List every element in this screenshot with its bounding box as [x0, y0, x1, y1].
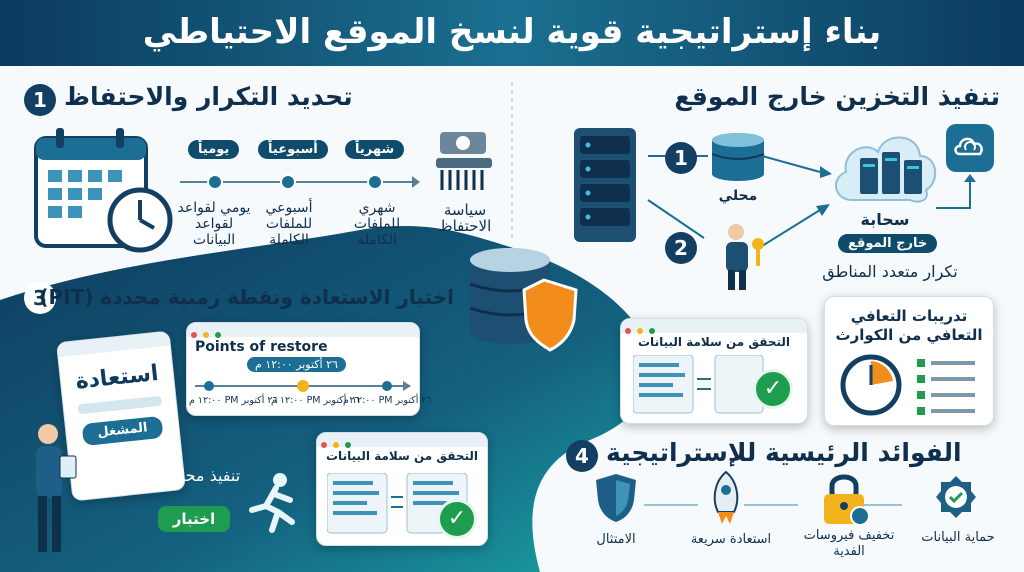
rocket-icon	[713, 470, 739, 524]
integrity-card-bottom: التحقق من سلامة البيانات ✓	[316, 432, 488, 546]
restore-run-button[interactable]: المشغل	[81, 415, 164, 447]
calendar-clock-icon	[34, 128, 173, 253]
offsite-step-1: 1	[665, 142, 697, 174]
frequency-pill-weekly: أسبوعياً	[258, 140, 328, 159]
frequency-pill-monthly: شهرياً	[345, 140, 405, 159]
check-icon-middle: ✓	[753, 369, 793, 409]
restore-word: استعادة	[74, 360, 160, 395]
section-3-title: اختبار الاستعادة ونقطة زمنية محددة (PIT)	[39, 285, 454, 309]
sync-arrow	[936, 174, 976, 209]
frequency-timeline	[180, 174, 420, 190]
shield-icon	[596, 474, 636, 522]
frequency-pill-daily: يومياً	[188, 140, 240, 159]
padlock-icon	[824, 474, 870, 526]
benefit-label-data-protection: حماية البيانات	[921, 530, 995, 545]
frequency-label-monthly: شهري للملفات الكاملة	[353, 200, 401, 248]
cloud-sync-icon	[946, 124, 994, 172]
dr-clock-checklist-icon	[840, 354, 975, 416]
retention-policy-label: سياسة الاحتفاظ	[438, 201, 492, 235]
offsite-step-2: 2	[665, 232, 697, 264]
simulation-label: تنفيذ محاكاة	[159, 466, 241, 485]
database-shield-icon	[469, 248, 578, 352]
header-banner	[0, 0, 1024, 66]
person-key-icon	[726, 224, 764, 290]
section-4-number: 4	[566, 440, 598, 472]
points-of-restore-title: Points of restore	[195, 339, 328, 355]
benefit-label-compliance: الامتثال	[596, 532, 636, 547]
multi-region-label: تكرار متعدد المناطق	[822, 262, 958, 281]
selected-restore-point[interactable]: ٢٦ أكتوبر ١٢:٠٠ م	[247, 357, 346, 372]
server-rack-icon	[574, 128, 636, 242]
benefit-label-fast-recovery: استعادة سريعة	[690, 532, 772, 547]
offsite-pill: خارج الموقع	[838, 234, 938, 253]
integrity-card-middle: التحقق من سلامة البيانات ✓	[620, 318, 808, 424]
badge-check-icon	[936, 476, 976, 518]
person-tablet-icon	[36, 424, 77, 552]
integrity-title-bottom: التحقق من سلامة البيانات	[326, 449, 478, 463]
restore-timeline	[195, 380, 411, 392]
benefit-label-ransomware: تخفيف فيروسات الفدية	[803, 528, 895, 559]
offsite-flow-arrows	[647, 155, 832, 247]
dr-title: تدريبات التعافي التعافي من الكوارث	[835, 307, 983, 344]
section-4-title: الفوائد الرئيسية للإستراتيجية	[606, 438, 962, 467]
test-button[interactable]: اختبار	[158, 506, 230, 532]
page-title: بناء إستراتيجية قوية لنسخ الموقع الاحتيا…	[142, 12, 882, 52]
running-person-icon	[249, 473, 295, 533]
local-label: محلي	[718, 188, 758, 204]
check-icon: ✓	[437, 499, 477, 539]
integrity-documents-middle	[633, 355, 764, 414]
integrity-title-middle: التحقق من سلامة البيانات	[638, 335, 790, 349]
dr-drills-card: تدريبات التعافي التعافي من الكوارث	[824, 296, 994, 426]
section-3-number: 3	[24, 282, 56, 314]
section-1-number: 1	[24, 84, 56, 116]
points-of-restore-card: Points of restore ٢٦ أكتوبر ١٢:٠٠ م ٢٦ أ…	[186, 322, 432, 416]
timeline-label-3: ٢٦ أكتوبر PM ١٢:٠٠ م	[343, 395, 432, 406]
frequency-label-weekly: أسبوعي للملفات الكاملة	[265, 200, 313, 248]
cloud-servers-icon	[835, 136, 936, 203]
local-database-icon	[711, 133, 765, 181]
cloud-label: سحابة	[860, 210, 910, 229]
section-2-title: تنفيذ التخزين خارج الموقع	[674, 82, 1000, 111]
frequency-label-daily: يومي لقواعد لقواعد البيانات	[177, 200, 251, 248]
benefits-arrows	[644, 504, 902, 506]
section-1-title: تحديد التكرار والاحتفاظ	[64, 82, 353, 111]
retention-policy-icon	[436, 132, 492, 190]
timeline-label-1: ٢٦ أكتوبر PM ١٢:٠٠ م	[189, 395, 278, 406]
timeline-label-2: ٢٦ أكتوبر PM ١٢:٠٠ م	[271, 395, 360, 406]
